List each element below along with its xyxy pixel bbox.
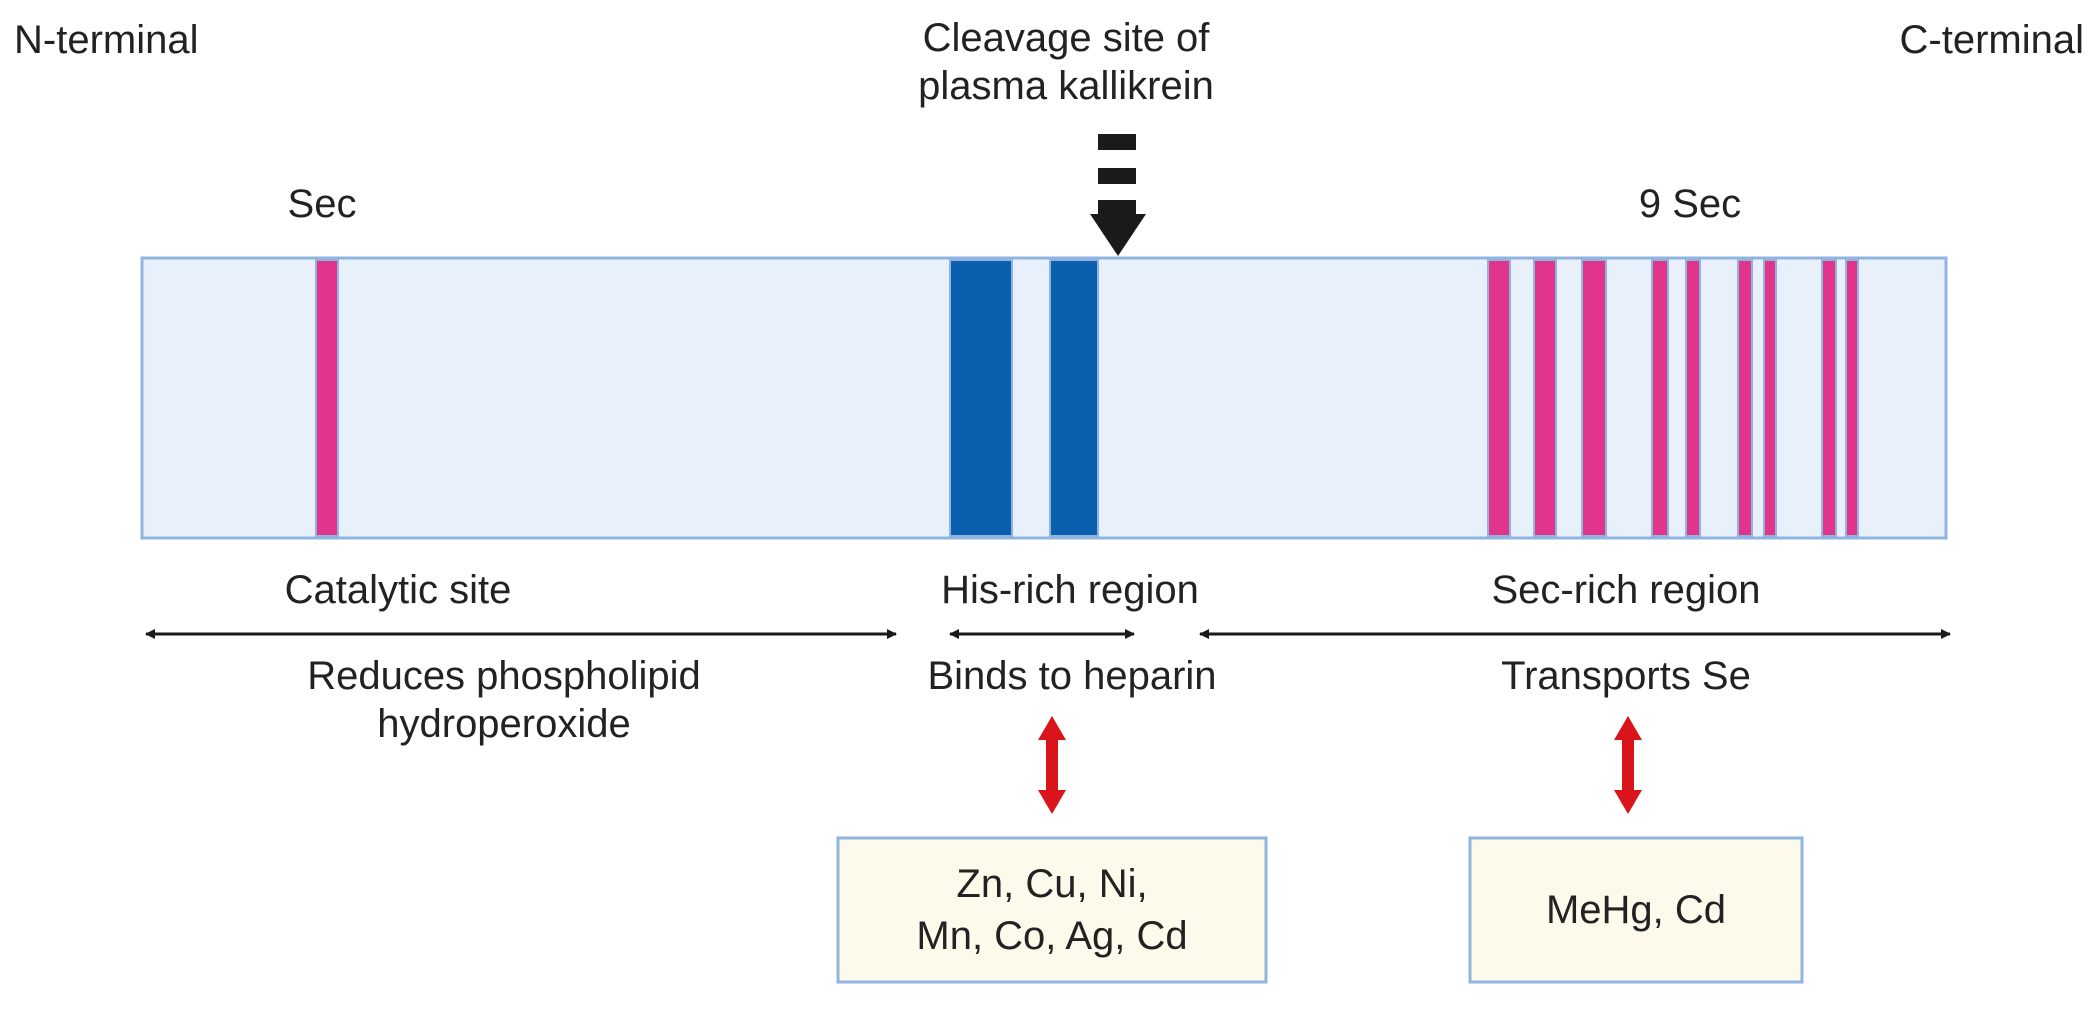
sec-nine-label: 9 Sec	[1638, 182, 1742, 226]
sec-stripe	[1685, 259, 1701, 537]
cleavage-label-line1: Cleavage site of	[922, 16, 1210, 60]
sec-stripe	[1737, 259, 1753, 537]
protein-bar	[140, 256, 1948, 540]
metals-left-line2: Mn, Co, Ag, Cd	[916, 914, 1188, 958]
sec-stripe	[1821, 259, 1837, 537]
his-rich-title: His-rich region	[941, 568, 1199, 612]
sec-rich-function: Transports Se	[1501, 654, 1751, 698]
his-rich-function: Binds to heparin	[927, 654, 1217, 698]
cleavage-site-label: Cleavage site of plasma kallikrein	[918, 14, 1214, 110]
catalytic-function-line1: Reduces phospholipid	[307, 654, 701, 698]
n-terminal-label: N-terminal	[14, 18, 199, 62]
his-block	[1049, 259, 1099, 537]
red-double-arrow-icon	[1614, 716, 1642, 814]
red-double-arrow-icon	[1038, 716, 1066, 814]
catalytic-function-line2: hydroperoxide	[377, 702, 631, 746]
metals-right-text: MeHg, Cd	[1545, 888, 1727, 932]
cleavage-arrow-icon	[1090, 134, 1146, 256]
catalytic-site-title: Catalytic site	[284, 568, 512, 612]
sec-rich-title: Sec-rich region	[1491, 568, 1761, 612]
metals-box-left	[836, 836, 1268, 984]
sec-stripe	[1651, 259, 1669, 537]
metals-left-text: Zn, Cu, Ni, Mn, Co, Ag, Cd	[838, 858, 1266, 962]
cleavage-label-line2: plasma kallikrein	[918, 64, 1214, 108]
metals-box-right	[1468, 836, 1804, 984]
sec-stripe	[1487, 259, 1511, 537]
sec-stripe	[1845, 259, 1859, 537]
sec-single-label: Sec	[287, 182, 357, 226]
metals-left-line1: Zn, Cu, Ni,	[956, 862, 1148, 906]
sec-stripe	[315, 259, 339, 537]
sec-stripe	[1763, 259, 1777, 537]
sec-stripe	[1533, 259, 1557, 537]
sec-stripe	[1581, 259, 1607, 537]
his-block	[949, 259, 1013, 537]
c-terminal-label: C-terminal	[1899, 18, 2084, 62]
catalytic-function: Reduces phospholipid hydroperoxide	[307, 652, 701, 748]
